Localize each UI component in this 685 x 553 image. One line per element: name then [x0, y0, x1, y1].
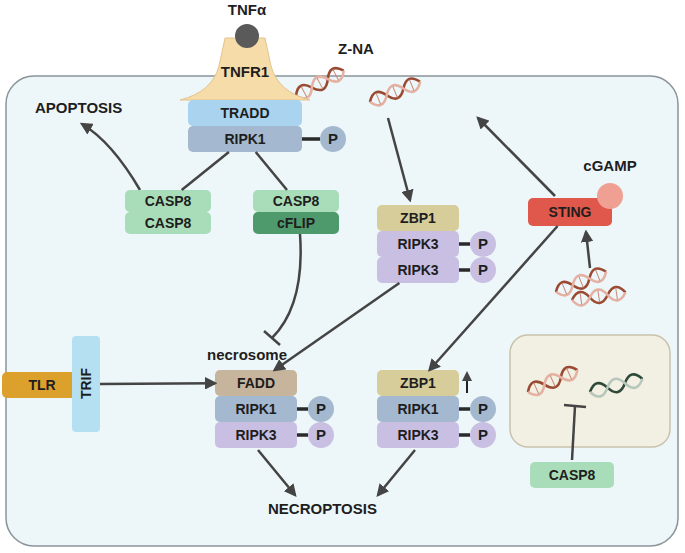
process-box: cFLIP — [253, 212, 339, 234]
bond-line — [459, 433, 470, 437]
phospho-circle: P — [308, 422, 334, 448]
bond-line — [459, 242, 470, 246]
process-box: RIPK1 — [377, 396, 459, 422]
annotation-label: APOPTOSIS — [35, 99, 122, 116]
node-text: TLR — [28, 378, 55, 393]
ligand-circle: TNFα — [222, 2, 272, 50]
process-box: RIPK1 — [188, 126, 302, 152]
annotation-label: necrosome — [207, 346, 287, 363]
phospho-circle: P — [320, 126, 346, 152]
process-box: TLR — [2, 372, 82, 398]
connector-arrow — [100, 382, 215, 385]
node-text: CASP8 — [549, 468, 596, 483]
phospho-circle: P — [470, 231, 496, 257]
node-text: CASP8 — [273, 194, 320, 209]
node-text: P — [478, 236, 488, 252]
node-text: CASP8 — [145, 216, 192, 231]
node-text: CASP8 — [145, 194, 192, 209]
node-text: TNFR1 — [221, 64, 269, 80]
process-box: CASP8 — [530, 462, 614, 488]
process-box: CASP8 — [253, 190, 339, 212]
node-text: P — [478, 401, 488, 417]
process-box: RIPK3 — [377, 257, 459, 283]
bond-line — [297, 407, 308, 411]
node-text: STING — [549, 205, 592, 220]
phospho-circle: P — [308, 396, 334, 422]
connector-arrow — [256, 152, 287, 190]
process-box: RIPK3 — [215, 422, 297, 448]
node-text: ZBP1 — [400, 376, 436, 391]
process-box: RIPK3 — [377, 231, 459, 257]
bond-line — [459, 268, 470, 272]
process-box: CASP8 — [125, 212, 211, 234]
node-text: cGAMP — [583, 158, 636, 174]
node-text: RIPK3 — [397, 263, 438, 278]
node-text: cFLIP — [277, 216, 315, 231]
bond-line — [297, 433, 308, 437]
node-text: TNFα — [228, 2, 266, 18]
connector-arrow — [182, 152, 229, 190]
adaptor-bar: TRIF — [72, 336, 100, 432]
process-box: ZBP1 — [377, 205, 459, 231]
node-text: RIPK3 — [397, 428, 438, 443]
node-text: TRADD — [221, 106, 270, 121]
node-text: ZBP1 — [400, 211, 436, 226]
node-text: RIPK3 — [235, 428, 276, 443]
process-box: RIPK1 — [215, 396, 297, 422]
phospho-circle: P — [470, 396, 496, 422]
phospho-circle: P — [470, 257, 496, 283]
bond-line — [459, 407, 470, 411]
phospho-circle: P — [470, 422, 496, 448]
annotation-label: Z-NA — [338, 40, 374, 57]
process-box: ZBP1 — [377, 370, 459, 396]
node-text: P — [478, 262, 488, 278]
node-text: RIPK1 — [397, 402, 438, 417]
connector-arrow — [275, 283, 400, 370]
node-text: FADD — [237, 376, 275, 391]
node-text: P — [478, 427, 488, 443]
process-box: CASP8 — [125, 190, 211, 212]
process-box: TRADD — [188, 100, 302, 126]
process-box: FADD — [215, 370, 297, 396]
node-text: P — [328, 131, 338, 147]
annotation-label: NECROPTOSIS — [268, 500, 377, 517]
process-box: RIPK3 — [377, 422, 459, 448]
node-text: P — [316, 427, 326, 443]
node-text: TRIF — [79, 368, 94, 399]
node-text: P — [316, 401, 326, 417]
node-text: RIPK1 — [235, 402, 276, 417]
node-text: RIPK1 — [224, 132, 265, 147]
cgamp-circle: cGAMP — [578, 158, 642, 210]
bond-line — [302, 137, 320, 141]
node-text: RIPK3 — [397, 237, 438, 252]
